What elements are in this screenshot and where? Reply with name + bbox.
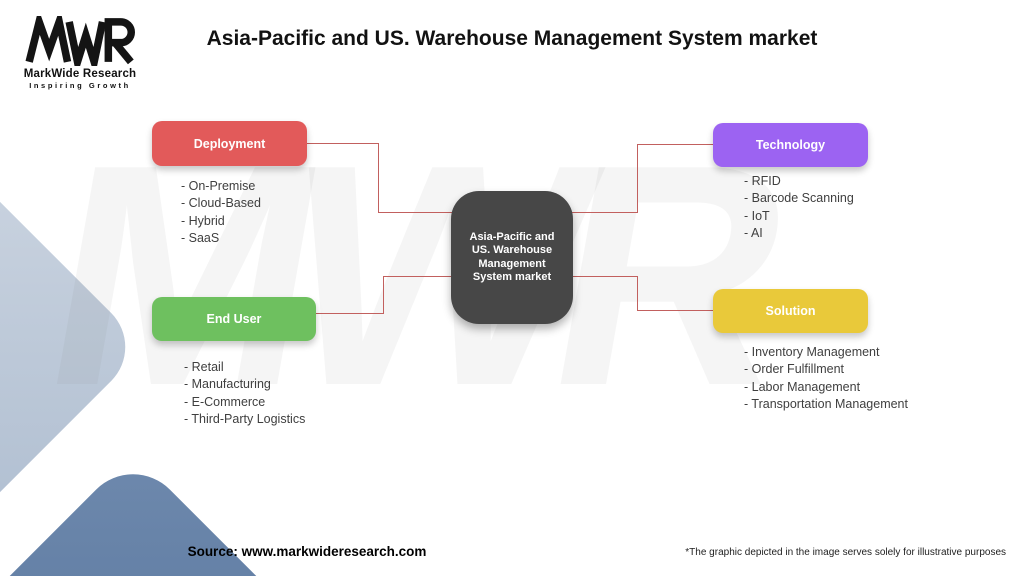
list-item: - Transportation Management (744, 397, 908, 412)
list-item: - RFID (744, 174, 781, 188)
branch-list-solution: - Inventory Management - Order Fulfillme… (744, 344, 908, 414)
list-item: - Manufacturing (184, 377, 271, 392)
connector-deployment-h1 (307, 143, 379, 144)
branch-label-solution: Solution (765, 304, 816, 318)
list-item: - Order Fulfillment (744, 362, 845, 377)
branch-box-end-user: End User (152, 297, 316, 341)
connector-technology-h1 (572, 212, 638, 213)
branch-label-end-user: End User (206, 312, 262, 326)
list-item: - Third-Party Logistics (184, 412, 306, 427)
mwr-logo-icon (25, 16, 135, 66)
source-credit: Source: www.markwideresearch.com (0, 544, 1024, 559)
central-market-node: Asia-Pacific and US. Warehouse Managemen… (451, 191, 573, 324)
branch-box-technology: Technology (713, 123, 868, 167)
connector-deployment-h2 (378, 212, 452, 213)
list-item: - Labor Management (744, 379, 861, 394)
source-text: Source: www.markwideresearch.com (187, 544, 427, 559)
connector-solution-h1 (572, 276, 638, 277)
list-item: - Retail (184, 360, 224, 374)
connector-solution-v (637, 276, 638, 311)
disclaimer-note: *The graphic depicted in the image serve… (685, 547, 1006, 558)
branch-list-end-user: - Retail - Manufacturing - E-Commerce - … (184, 359, 305, 429)
list-item: - AI (744, 226, 763, 241)
list-item: - E-Commerce (184, 394, 266, 409)
branch-box-solution: Solution (713, 289, 868, 333)
list-item: - Cloud-Based (181, 196, 261, 211)
logo-name: MarkWide Research (23, 68, 137, 80)
list-item: - Barcode Scanning (744, 191, 854, 206)
connector-technology-h2 (637, 144, 714, 145)
connector-deployment-v (378, 143, 379, 213)
connector-enduser-h1 (383, 276, 452, 277)
branch-label-deployment: Deployment (193, 136, 266, 151)
list-item: - IoT (744, 208, 770, 223)
list-item: - On-Premise (181, 179, 256, 193)
logo-tagline: Inspiring Growth (29, 81, 131, 90)
connector-solution-h2 (637, 310, 714, 311)
markwide-logo: MarkWide Research Inspiring Growth (20, 16, 140, 90)
connector-enduser-h2 (315, 313, 384, 314)
branch-list-deployment: - On-Premise - Cloud-Based - Hybrid - Sa… (181, 178, 261, 248)
branch-box-deployment: Deployment (152, 121, 307, 166)
connector-enduser-v (383, 276, 384, 314)
list-item: - SaaS (181, 231, 220, 246)
branch-list-technology: - RFID - Barcode Scanning - IoT - AI (744, 173, 854, 243)
list-item: - Inventory Management (744, 345, 880, 359)
branch-label-technology: Technology (755, 138, 826, 152)
list-item: - Hybrid (181, 213, 225, 228)
connector-technology-v (637, 144, 638, 213)
page-title: Asia-Pacific and US. Warehouse Managemen… (206, 27, 818, 50)
